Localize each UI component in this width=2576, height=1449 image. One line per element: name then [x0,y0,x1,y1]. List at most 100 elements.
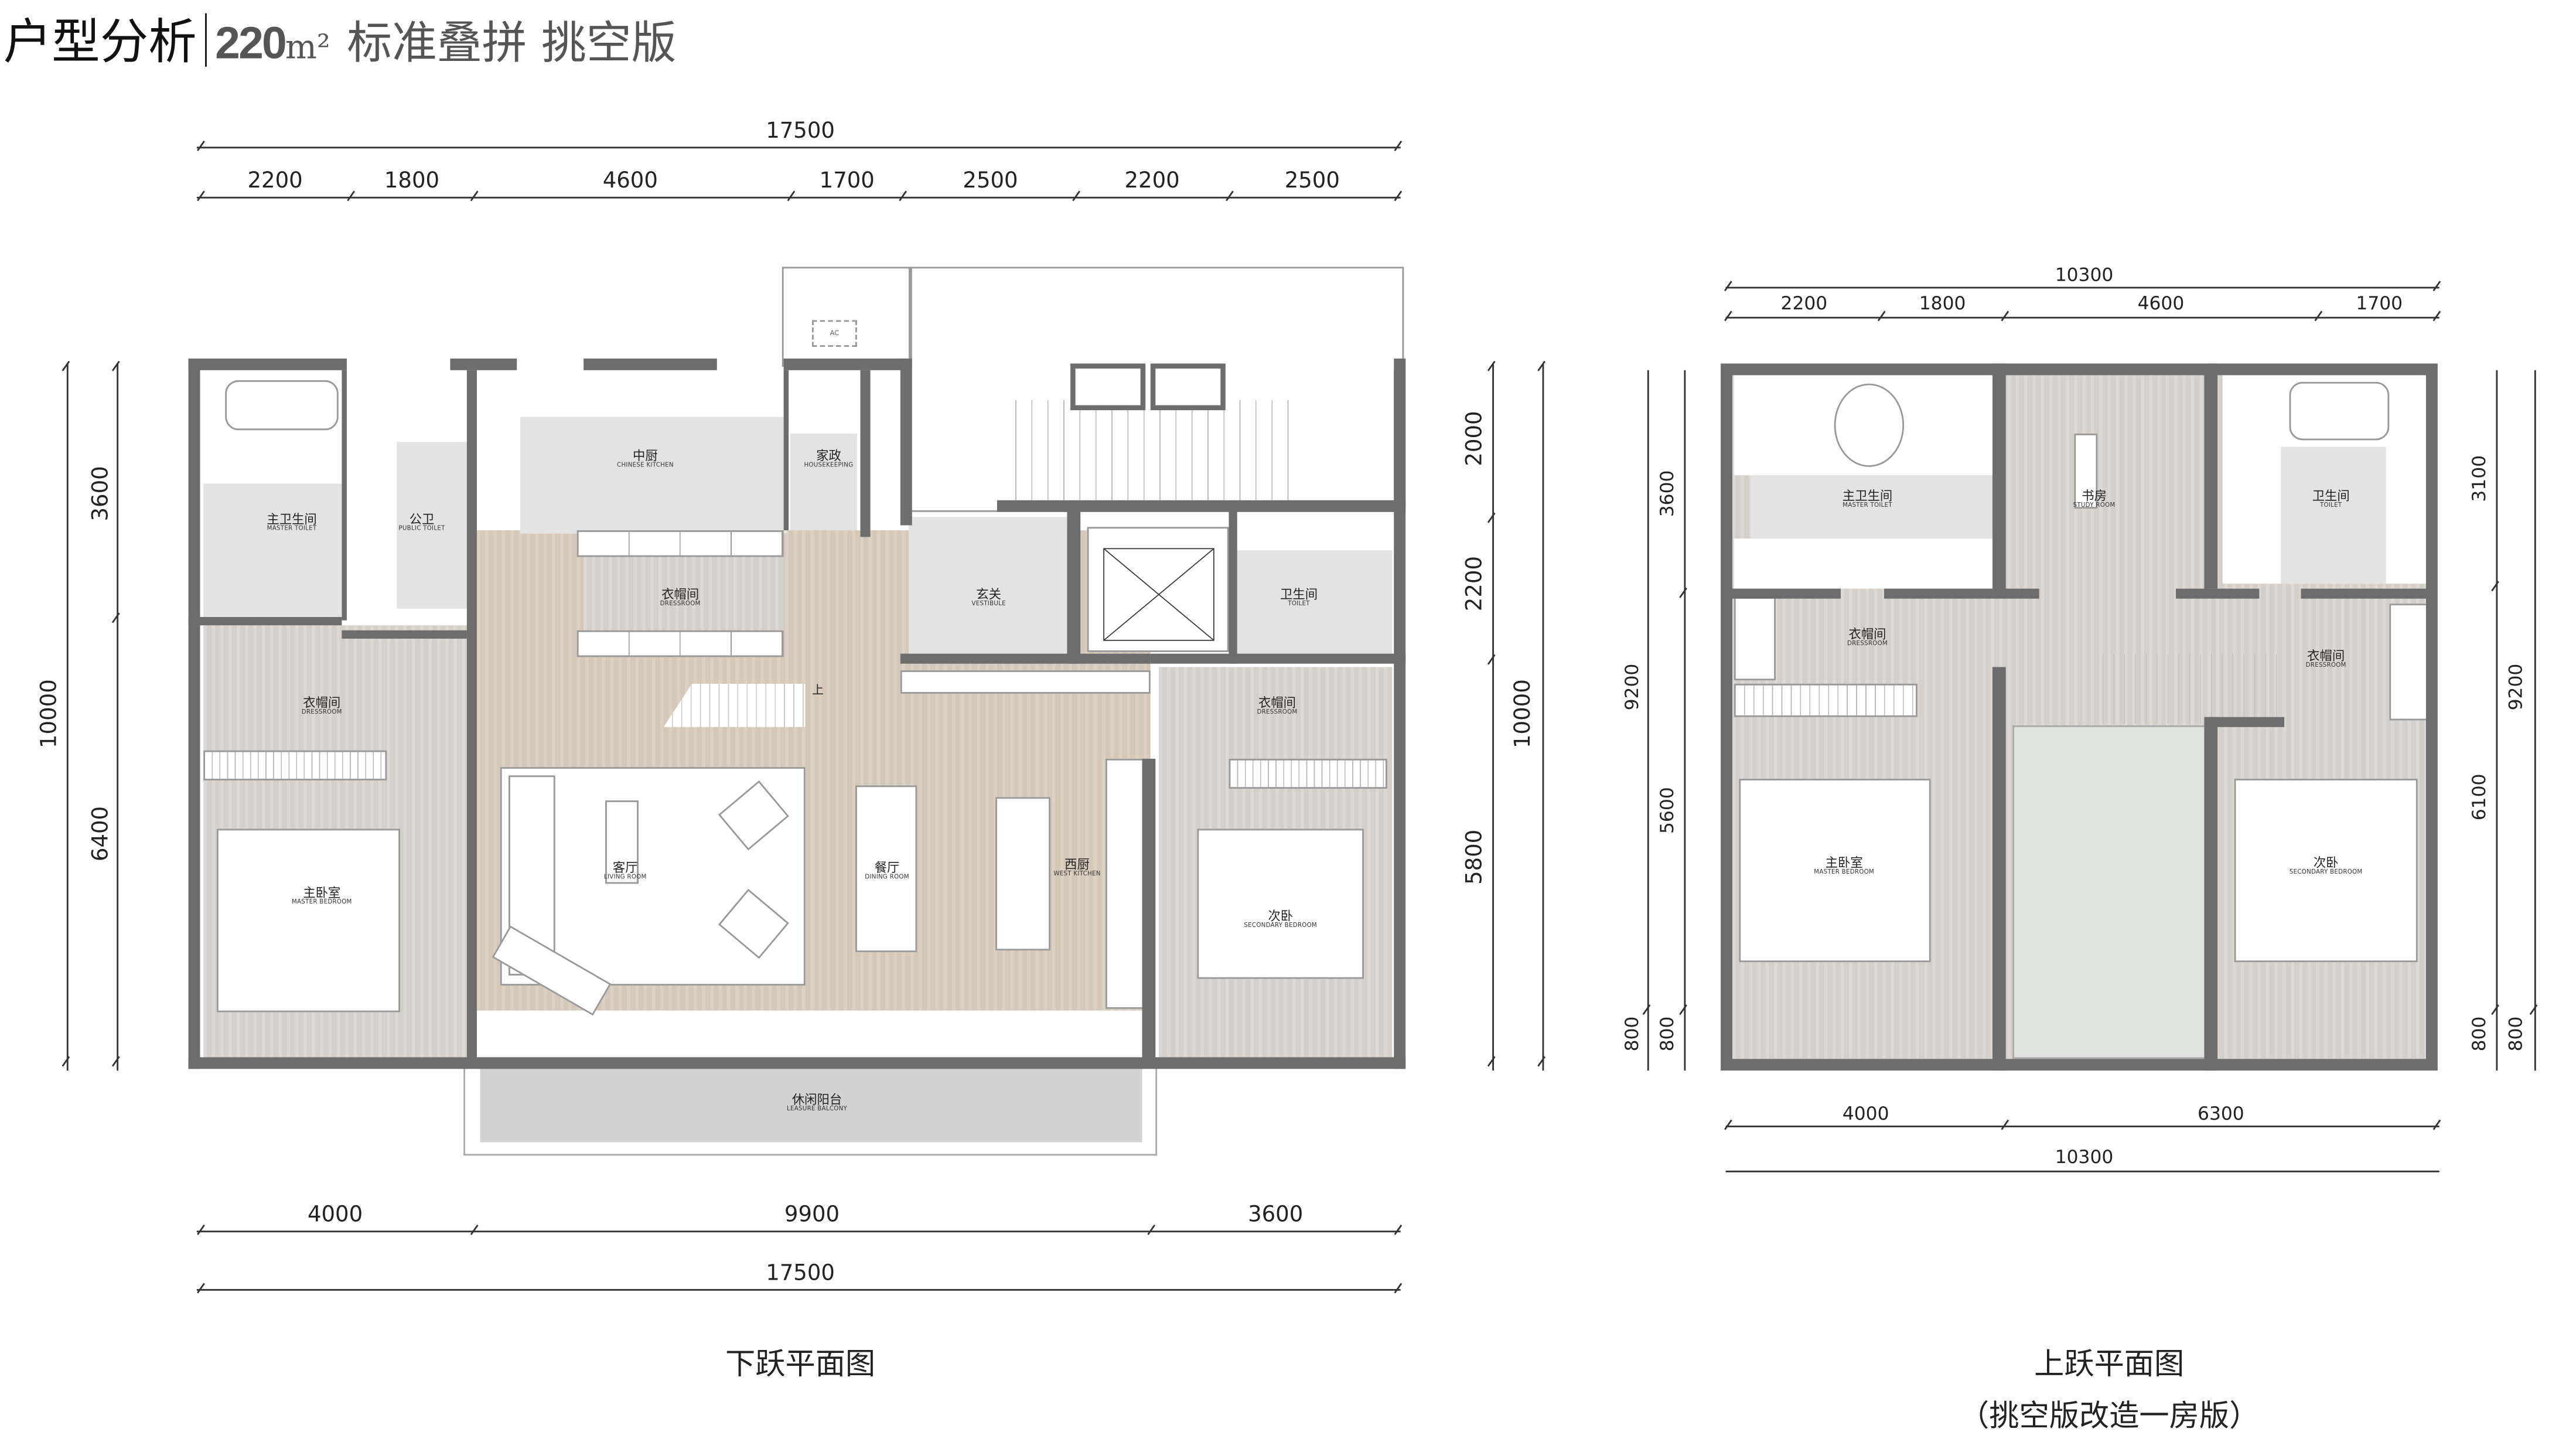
master-bed [216,829,401,1012]
room-name-en: TOILET [1288,600,1310,608]
dim-top: 2200 [1780,292,1828,315]
dim-top-total: 10300 [2055,264,2114,287]
dim-tick [111,612,120,623]
ac-unit: AC [812,320,857,347]
toilet-floor [2281,446,2386,584]
dim-tick [2529,1004,2538,1015]
master-toilet-floor [1751,475,1992,539]
dim-left: 5600 [1656,787,1678,834]
dim-right: 2200 [1463,556,1489,612]
interior-stairs [2092,653,2280,724]
round-bathtub [1834,383,1905,467]
bathtub [2289,381,2390,441]
planter [1150,363,1226,411]
dim-tick [1487,512,1496,523]
vestibule-floor [909,517,1067,659]
wall [2209,717,2285,727]
kitchen-floor [520,417,787,534]
double-height-void [2012,725,2209,1059]
dim-line [1725,287,2439,289]
dim-right: 6100 [2468,773,2490,821]
dim-tick [111,360,120,371]
room-name-zh: 卫生间 [1280,587,1318,602]
dim-left-total: 800 [1621,1016,1643,1052]
wardrobe [203,750,387,780]
public-toilet-floor [397,442,467,609]
room-name-zh: 休闲阳台 [791,1092,842,1107]
wall [1394,358,1406,509]
room-name-zh: 衣帽间 [1848,626,1886,642]
dim-tick [1394,141,1403,152]
room-name-en: HOUSEKEEPING [804,462,854,469]
title-subtitle: 标准叠拼 挑空版 [347,18,677,70]
dim-tick [1226,190,1234,202]
wall [997,500,1406,512]
ac-platform [782,267,912,367]
room-name-en: DINING ROOM [865,874,909,881]
stair-up-label: 上 [812,683,824,697]
room-name-zh: 餐厅 [874,860,900,875]
dim-tick [1394,1224,1403,1235]
dim-tick [1537,360,1546,371]
room-name-en: MASTER TOILET [1843,502,1892,509]
lower-plan-caption: 下跃平面图 [725,1347,876,1383]
housekeeping-floor [790,433,857,531]
dim-tick [2432,281,2441,292]
room-name-zh: 次卧 [2313,855,2339,871]
wardrobe [1734,683,1918,717]
room-name-en: WEST KITCHEN [1053,871,1101,878]
master-toilet-floor [203,483,342,618]
wall [342,630,467,639]
room-name-en: DRESSROOM [1847,640,1888,647]
room-name-zh: 客厅 [612,860,638,875]
dim-top: 1700 [819,169,875,195]
dim-line [196,1288,1401,1291]
dim-tick [899,190,907,202]
dim-line [1725,1170,2439,1172]
upper-plan-subcaption: （挑空版改造一房版） [1959,1399,2260,1434]
dim-tick [1072,190,1080,202]
dim-tick [1877,311,1886,322]
dim-top-total: 17500 [766,119,835,145]
room-name-en: DRESSROOM [2305,662,2346,669]
dim-line [2496,370,2498,1071]
dim-tick [1724,1119,1732,1130]
dim-tick [111,1056,120,1067]
dim-right: 800 [2468,1016,2490,1052]
wardrobe [1229,758,1387,789]
room-name-zh: 西厨 [1064,857,1090,872]
room-name-zh: 公卫 [409,512,435,527]
dim-right: 3100 [2468,455,2490,502]
room-name-en: MASTER BEDROOM [1814,869,1875,876]
dim-tick [2491,1004,2499,1015]
dim-tick [1394,190,1403,202]
outer-wall [1721,363,2438,1071]
dim-tick [470,190,479,202]
dim-tick [197,1283,205,1294]
room-name-zh: 家政 [816,448,841,463]
wall [860,370,871,537]
dim-left-total: 10000 [37,679,63,748]
wall [188,617,342,626]
wall [450,358,517,370]
dim-tick [1679,587,1687,598]
room-name-en: SECONDARY BEDROOM [2289,869,2363,876]
kitchen-island [995,797,1050,951]
dim-line [1684,370,1686,1071]
dim-tick [2432,311,2441,322]
room-name-en: DRESSROOM [1257,708,1298,716]
dim-left: 800 [1656,1016,1678,1052]
dim-top: 4600 [2137,292,2185,315]
room-name-en: STUDY ROOM [2073,502,2116,509]
